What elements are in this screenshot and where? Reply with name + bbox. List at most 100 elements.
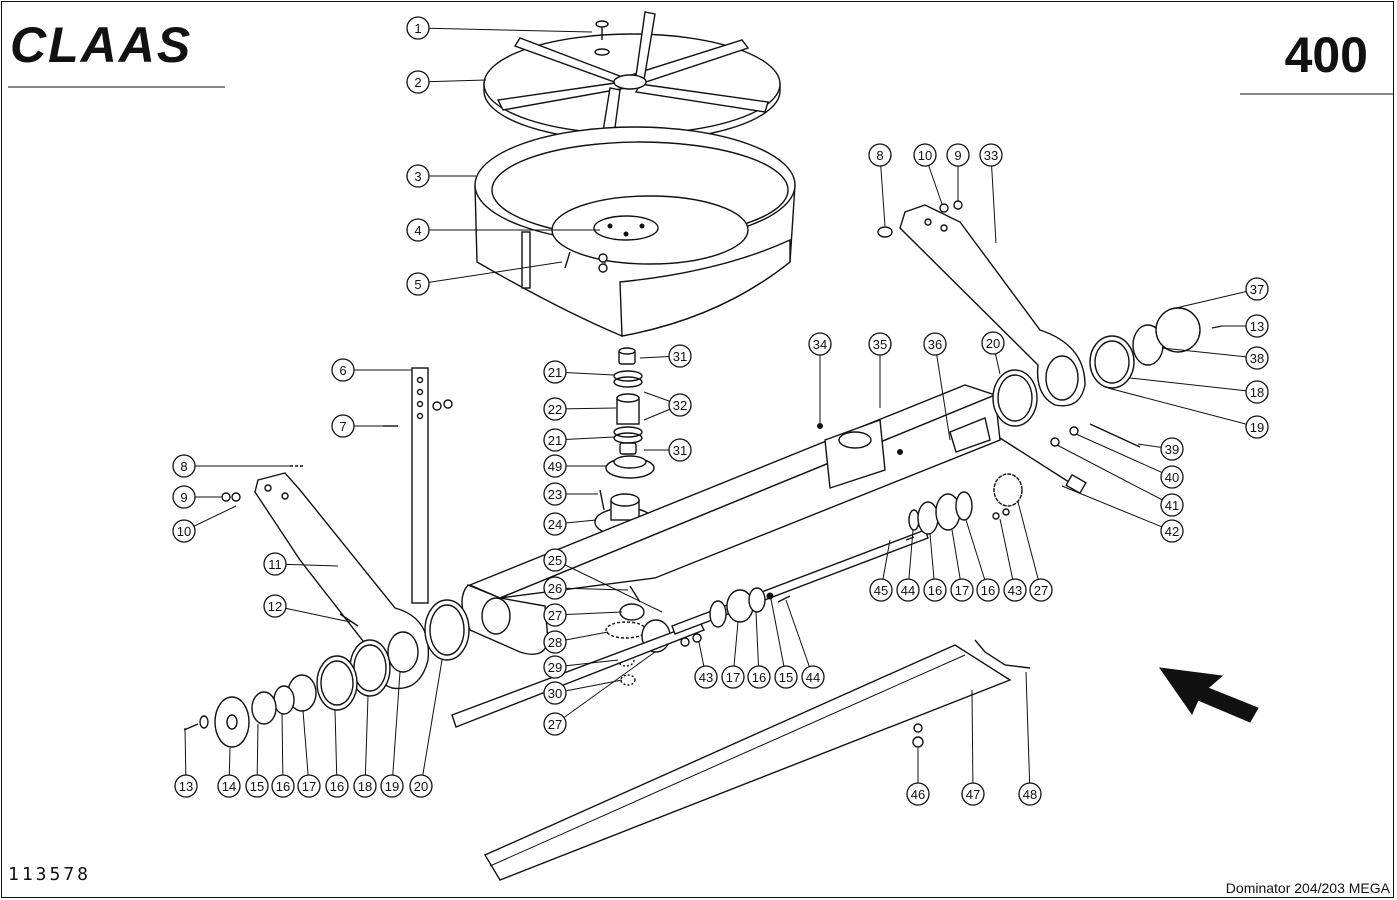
callout-43: 43 xyxy=(694,641,718,689)
callout-number: 11 xyxy=(268,557,282,572)
leader-line xyxy=(554,587,629,591)
callout-number: 8 xyxy=(876,148,883,163)
callout-number: 24 xyxy=(548,517,562,532)
callout-number: 44 xyxy=(806,670,820,685)
callout-31: 31 xyxy=(639,344,692,368)
callout-46: 46 xyxy=(906,748,930,806)
callout-17: 17 xyxy=(297,710,321,798)
callout-20: 20 xyxy=(981,331,1005,375)
leader-line xyxy=(1107,387,1258,428)
callout-bubble xyxy=(174,774,198,798)
callout-22: 22 xyxy=(543,397,617,421)
callout-number: 47 xyxy=(966,787,980,802)
callout-number: 21 xyxy=(548,365,562,380)
callout-number: 34 xyxy=(813,337,827,352)
leader-line xyxy=(1161,347,1258,359)
callout-bubble xyxy=(801,665,825,689)
callout-bubble xyxy=(976,578,1000,602)
callout-17: 17 xyxy=(721,621,745,689)
callout-bubble xyxy=(297,774,321,798)
callout-47: 47 xyxy=(961,689,985,806)
callout-number: 16 xyxy=(752,670,766,685)
callout-bubble xyxy=(1245,346,1269,370)
callout-number: 17 xyxy=(302,779,316,794)
leader-line xyxy=(281,713,284,787)
callout-8: 8 xyxy=(868,143,892,227)
callout-bubble xyxy=(543,655,567,679)
callout-bubble xyxy=(406,272,430,296)
callout-bubble xyxy=(913,143,937,167)
callout-48: 48 xyxy=(1018,671,1042,806)
callout-bubble xyxy=(694,665,718,689)
callout-number: 44 xyxy=(901,583,915,598)
callout-number: 46 xyxy=(911,787,925,802)
callout-44: 44 xyxy=(785,599,825,689)
callout-bubble xyxy=(668,344,692,368)
left-bearing-rings xyxy=(183,599,470,748)
callout-bubble xyxy=(406,70,430,94)
callout-26: 26 xyxy=(543,576,629,600)
callout-number: 9 xyxy=(954,148,961,163)
callout-29: 29 xyxy=(543,655,619,679)
callout-28: 28 xyxy=(543,630,609,654)
callout-18: 18 xyxy=(1129,377,1269,404)
callout-bubble xyxy=(869,578,893,602)
callout-bubble xyxy=(981,331,1005,355)
callout-number: 7 xyxy=(339,419,346,434)
callout-bubble xyxy=(1245,415,1269,439)
callout-7: 7 xyxy=(331,414,383,438)
callout-3: 3 xyxy=(406,164,476,188)
callout-number: 21 xyxy=(548,433,562,448)
left-washers xyxy=(221,492,359,627)
callout-number: 28 xyxy=(548,635,562,650)
callout-bubble xyxy=(380,774,404,798)
callout-15: 15 xyxy=(245,723,269,798)
leader-line xyxy=(417,27,593,33)
callout-27: 27 xyxy=(1017,501,1053,602)
callout-bubble xyxy=(353,774,377,798)
callout-bubble xyxy=(668,438,692,462)
callout-bubble xyxy=(808,332,832,356)
callout-number: 31 xyxy=(673,443,687,458)
callout-number: 31 xyxy=(673,349,687,364)
callout-27: 27 xyxy=(543,603,623,627)
callout-number: 38 xyxy=(1250,351,1264,366)
callout-10: 10 xyxy=(172,505,237,543)
callout-11: 11 xyxy=(263,552,339,576)
callout-20: 20 xyxy=(409,659,443,798)
callout-27: 27 xyxy=(543,651,656,736)
leader-line xyxy=(965,519,989,591)
leader-line xyxy=(334,709,338,787)
callout-32: 32 xyxy=(643,391,692,421)
callout-31: 31 xyxy=(644,438,692,462)
drawing-number: 113578 xyxy=(8,864,91,885)
callout-5: 5 xyxy=(406,261,563,296)
callout-bubble xyxy=(406,164,430,188)
callout-bubble xyxy=(906,782,930,806)
callout-16: 16 xyxy=(325,709,349,798)
lower-shaft xyxy=(451,621,705,728)
callout-bubble xyxy=(325,774,349,798)
callout-1: 1 xyxy=(406,16,593,40)
leader-line xyxy=(785,599,814,678)
callout-number: 5 xyxy=(414,277,421,292)
callout-bubble xyxy=(406,16,430,40)
callout-number: 30 xyxy=(548,686,562,701)
main-tube-housing xyxy=(461,384,1001,655)
callout-number: 45 xyxy=(874,583,888,598)
leader-line xyxy=(1056,444,1173,506)
leader-line xyxy=(1025,671,1031,795)
callout-bubble xyxy=(245,774,269,798)
left-lever-arm xyxy=(254,465,430,690)
leader-line xyxy=(274,605,351,623)
callout-14: 14 xyxy=(217,747,241,798)
callout-38: 38 xyxy=(1161,346,1269,370)
callout-bubble xyxy=(1160,493,1184,517)
callout-bubble xyxy=(543,630,567,654)
callout-number: 12 xyxy=(268,599,282,614)
callout-number: 14 xyxy=(222,779,236,794)
callout-number: 9 xyxy=(180,490,187,505)
callout-bubble xyxy=(543,548,567,572)
callout-33: 33 xyxy=(979,143,1003,244)
